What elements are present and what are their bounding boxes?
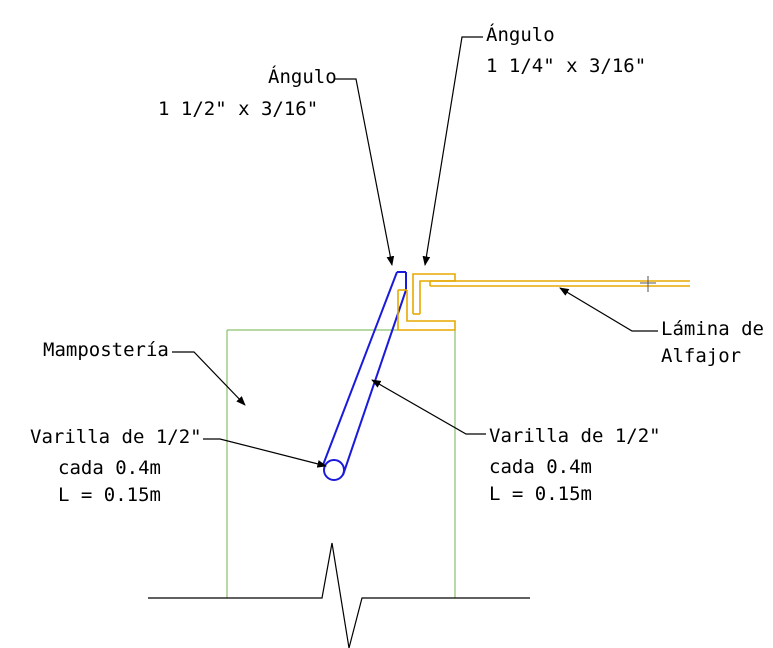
masonry-label: Mampostería bbox=[43, 339, 169, 361]
rebar-section-circle bbox=[323, 459, 345, 481]
rebar-left-line1: Varilla de 1/2" bbox=[30, 426, 202, 448]
leader-angle-left bbox=[335, 78, 395, 266]
angle-left-title: Ángulo bbox=[268, 65, 337, 88]
leader-rebar-left bbox=[203, 438, 327, 468]
break-line bbox=[148, 542, 530, 648]
sheet-label-line2: Alfajor bbox=[661, 345, 741, 367]
rebar bbox=[322, 271, 407, 481]
leader-masonry bbox=[172, 351, 246, 406]
leader-sheet bbox=[559, 287, 658, 332]
checker-plate bbox=[429, 280, 690, 287]
leader-angle-top bbox=[422, 36, 483, 266]
plate-center-mark bbox=[640, 276, 656, 292]
leader-lines bbox=[172, 36, 658, 468]
angle-top-title: Ángulo bbox=[486, 23, 555, 46]
angle-top-size: 1 1/4" x 3/16" bbox=[486, 55, 646, 77]
sheet-label-line1: Lámina de bbox=[661, 318, 764, 340]
leader-rebar-right bbox=[371, 379, 486, 435]
rebar-left-line3: L = 0.15m bbox=[58, 484, 161, 506]
rebar-right-line3: L = 0.15m bbox=[489, 483, 592, 505]
rebar-left-line2: cada 0.4m bbox=[58, 457, 161, 479]
masonry-wall bbox=[226, 329, 456, 598]
rebar-right-line1: Varilla de 1/2" bbox=[489, 425, 661, 447]
rebar-right-line2: cada 0.4m bbox=[489, 456, 592, 478]
steel-angles bbox=[397, 273, 456, 331]
angle-left-size: 1 1/2" x 3/16" bbox=[158, 98, 318, 120]
